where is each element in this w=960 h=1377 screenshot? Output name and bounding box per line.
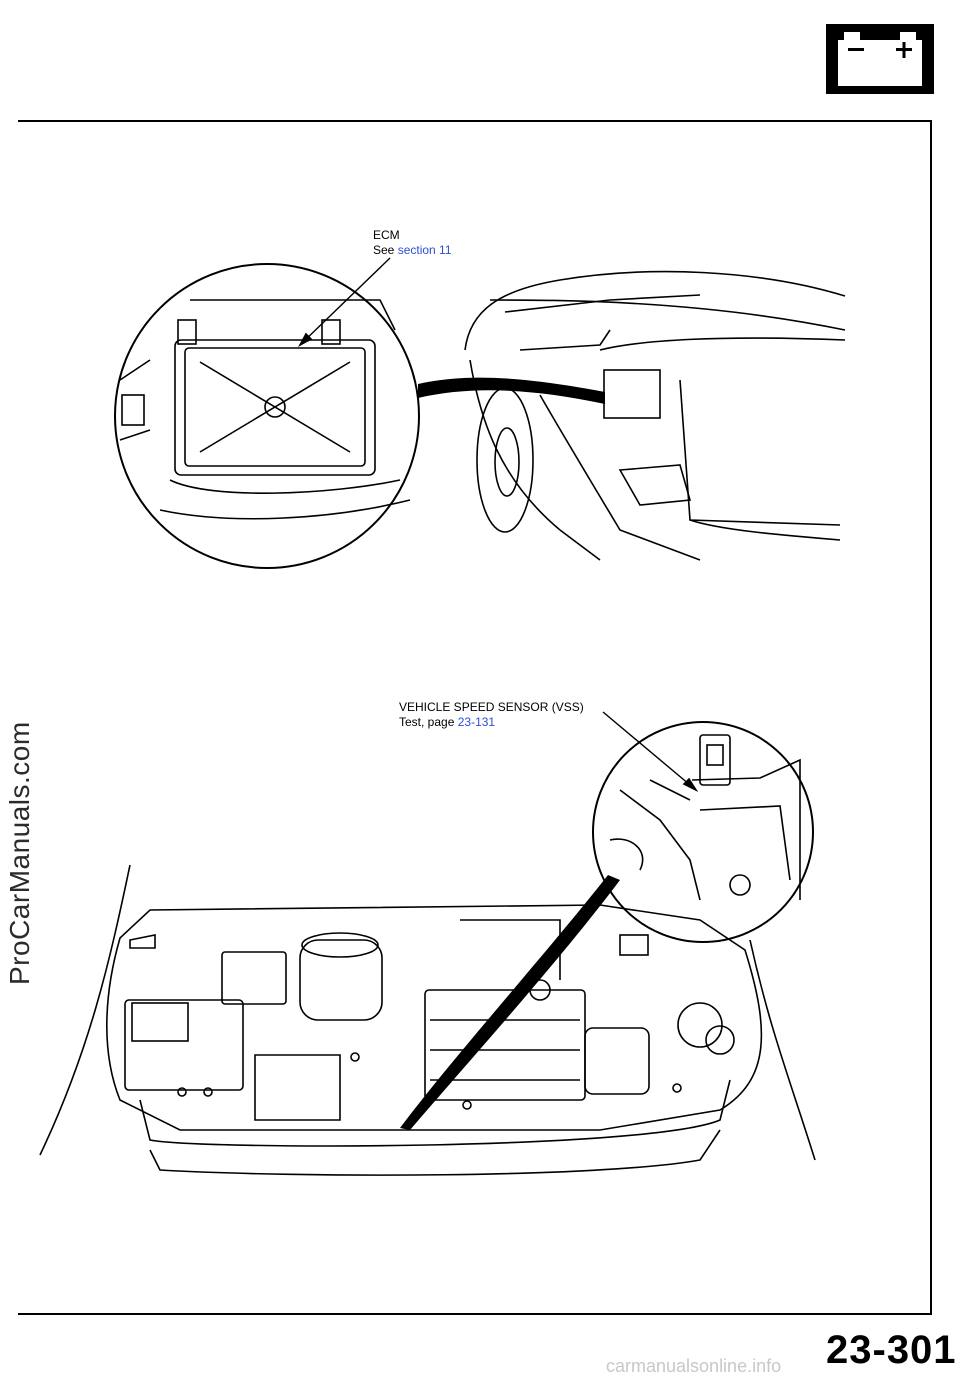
frame-top-rule: [18, 120, 932, 122]
vss-detail-view: [592, 721, 814, 943]
watermark-bottom: carmanualsonline.info: [606, 1356, 782, 1376]
ecm-title: ECM: [373, 228, 400, 242]
frame-bottom-rule: [18, 1313, 932, 1315]
ecm-see-text: See: [373, 243, 395, 257]
vss-page-link[interactable]: 23-131: [457, 715, 496, 729]
engine-compartment-view: [39, 864, 816, 1176]
vss-leader-arrow: [682, 777, 699, 793]
vss-leader-line: [602, 711, 697, 791]
page-number: 23-301: [826, 1328, 957, 1372]
ecm-pointer-band: [418, 377, 605, 404]
ecm-section-link[interactable]: section 11: [397, 243, 452, 257]
vss-pointer-band: [400, 875, 620, 1130]
vss-title: VEHICLE SPEED SENSOR (VSS): [399, 700, 584, 714]
vss-label: VEHICLE SPEED SENSOR (VSS) Test, page 23…: [399, 700, 584, 730]
frame-right-rule: [930, 120, 932, 1315]
watermark-left-text: ProCarManuals.com: [4, 721, 35, 985]
car-rear-view: [464, 270, 846, 561]
battery-icon: [826, 24, 934, 94]
ecm-label: ECM See section 11: [373, 228, 452, 258]
vss-test-text: Test, page: [399, 715, 455, 729]
ecm-detail-view: [114, 263, 420, 569]
ecm-leader-line: [299, 257, 391, 346]
